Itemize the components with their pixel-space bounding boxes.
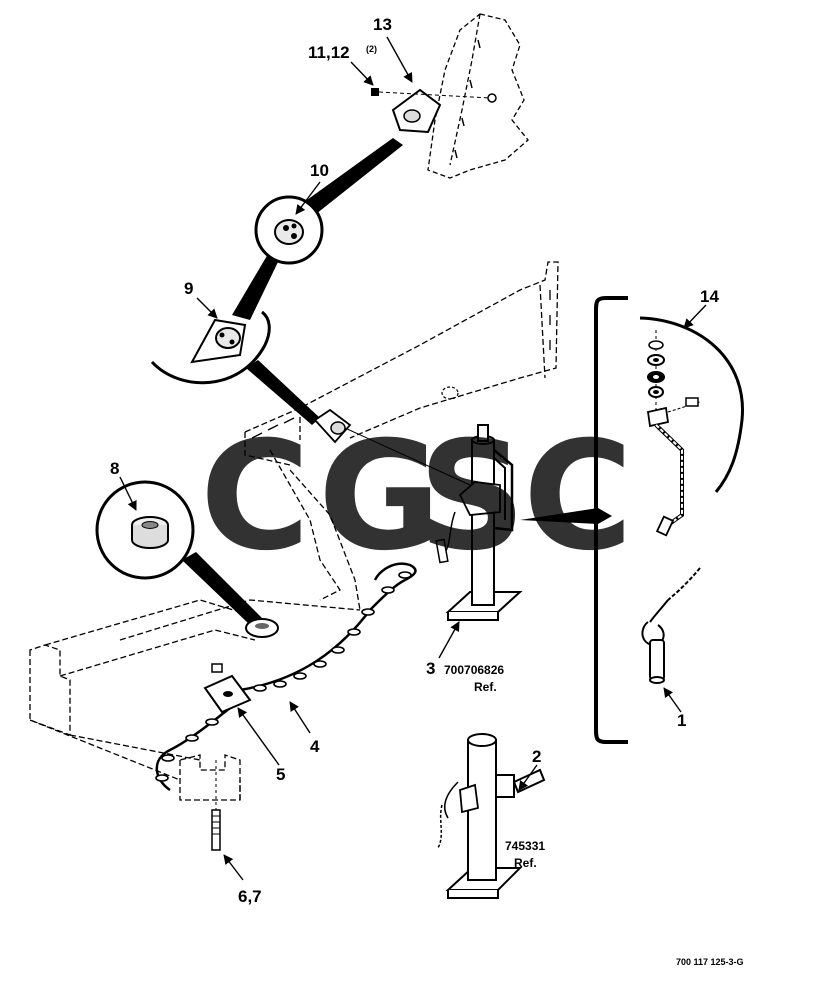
detail-pointer-8 [182, 552, 262, 625]
label-4: 4 [310, 737, 320, 756]
label-3-part: 700706826 [444, 663, 504, 677]
item-6-7-bolt [211, 760, 221, 851]
jack-mount-pin-line [344, 427, 471, 486]
item-10-callout [254, 195, 324, 265]
label-11-12-qty: (2) [366, 44, 377, 54]
item-4-chain [155, 562, 417, 792]
detail-pointer-9-frame [246, 360, 320, 425]
item-13-mount-plate [391, 88, 442, 134]
label-2-ref: Ref. [514, 856, 537, 870]
item-1-lock-pin [641, 567, 701, 684]
item-14-crank-assembly [646, 330, 701, 537]
watermark-letter-g: G [318, 410, 441, 584]
item-11-12-bolt [371, 88, 497, 103]
drawing-number: 700 117 125-3-G [676, 957, 744, 967]
item-14-arc [639, 316, 744, 493]
jack-745331 [437, 733, 546, 899]
label-11-12: 11,12 [308, 43, 350, 62]
label-2: 2 [532, 747, 541, 766]
label-5: 5 [276, 765, 285, 784]
watermark-letter-s: S [418, 410, 526, 584]
item-8-callout [95, 480, 195, 580]
item-9-bracket [190, 318, 247, 364]
watermark: C G S C [200, 410, 633, 584]
watermark-letter-c2: C [523, 410, 633, 584]
jack-700706826 [435, 424, 523, 621]
bracket-slots [454, 39, 481, 159]
chain-links [155, 571, 412, 782]
label-10: 10 [310, 161, 329, 180]
label-3-ref: Ref. [474, 680, 497, 694]
label-9: 9 [184, 279, 193, 298]
mounting-frame-bracket [427, 13, 529, 179]
label-2-part: 745331 [505, 839, 545, 853]
item-9-arc [150, 310, 271, 385]
label-13: 13 [373, 15, 392, 34]
leader-arrows [119, 36, 707, 881]
label-1: 1 [677, 711, 686, 730]
main-frame-dashed [119, 261, 559, 641]
frame-hole [441, 386, 459, 400]
label-14: 14 [700, 287, 719, 306]
lower-hitch-frame [29, 599, 256, 801]
bracket-pointer-to-jack [520, 508, 612, 524]
frame-slots [251, 290, 551, 439]
label-3: 3 [426, 659, 435, 678]
detail-pointer-10-9 [232, 254, 278, 320]
watermark-letter-c1: C [200, 410, 310, 584]
label-6-7: 6,7 [238, 887, 262, 906]
item-8-installed [245, 618, 279, 638]
label-8: 8 [110, 459, 119, 478]
item-5-clevis [203, 663, 252, 714]
detail-pointer-13-10 [300, 138, 403, 214]
